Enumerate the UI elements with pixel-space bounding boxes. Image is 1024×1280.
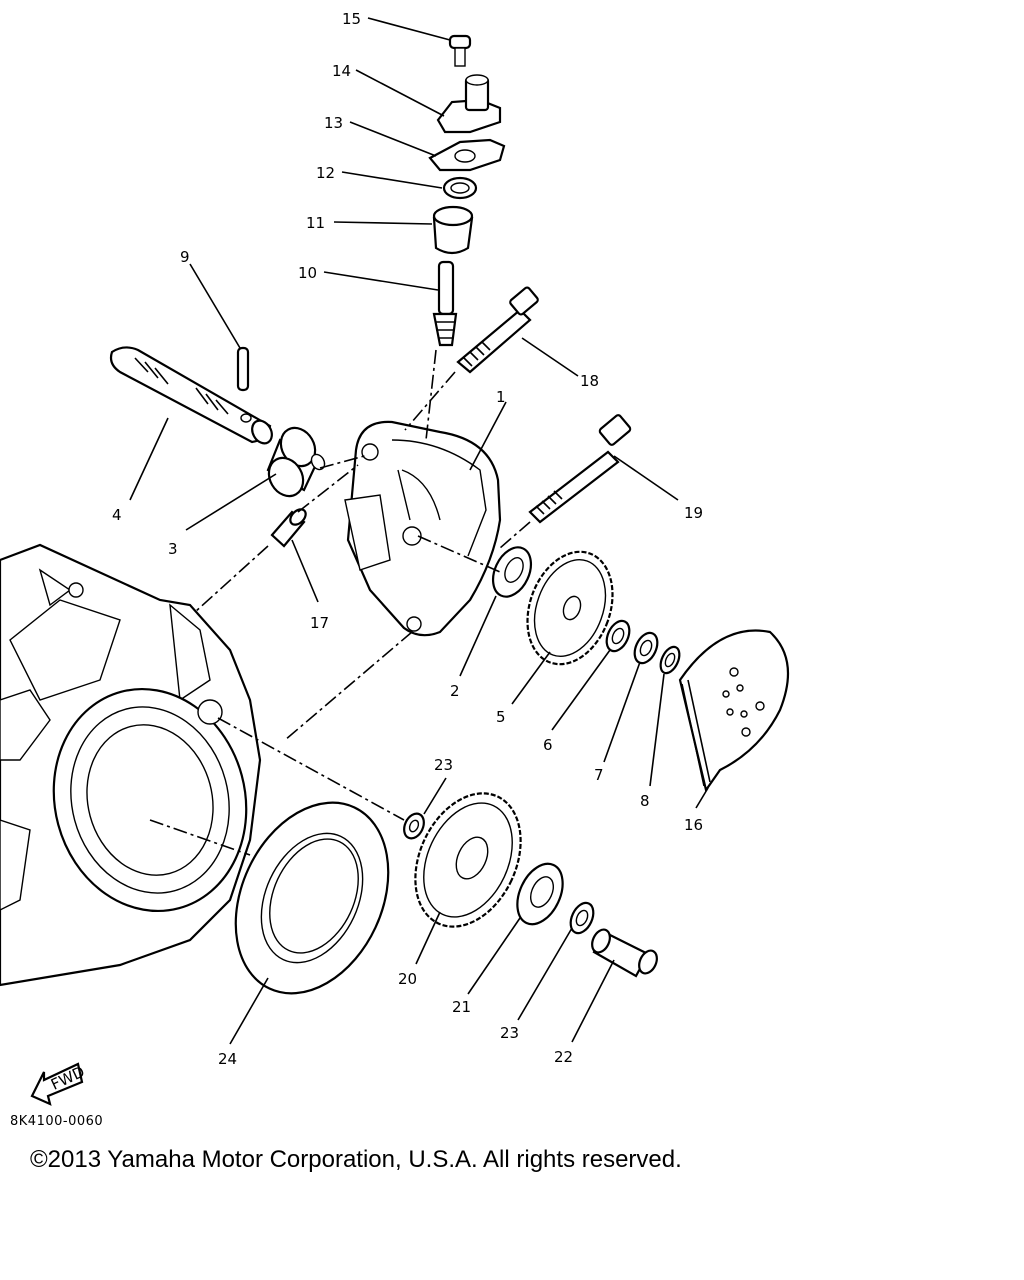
diagram-code: 8K4100-0060: [10, 1114, 104, 1129]
callout-9: 9: [180, 248, 190, 266]
part-23-washer-upper: [403, 812, 425, 840]
part-18-bolt: [456, 286, 539, 374]
callout-17: 17: [310, 614, 329, 632]
callout-2: 2: [450, 682, 460, 700]
part-4-drive-shaft: [109, 346, 273, 445]
part-7-washer: [633, 631, 659, 665]
callout-21: 21: [452, 998, 471, 1016]
part-9-pin: [236, 346, 250, 392]
callout-10: 10: [298, 264, 317, 282]
part-16-plate: [678, 629, 790, 793]
part-14-meter-joint: [436, 74, 502, 134]
part-22-collar: [591, 928, 658, 978]
part-2-bearing: [491, 546, 533, 598]
callout-1: 1: [496, 388, 506, 406]
part-20-gear: [414, 792, 522, 928]
part-21-bearing: [516, 862, 564, 926]
callout-14: 14: [332, 62, 351, 80]
part-10-driven-gear: [432, 260, 458, 347]
callout-16: 16: [684, 816, 703, 834]
part-17-dowel-pin: [270, 508, 307, 548]
callout-5: 5: [496, 708, 506, 726]
callout-8: 8: [640, 792, 650, 810]
part-23-washer-lower: [569, 901, 595, 935]
part-12-oil-seal: [442, 176, 478, 200]
callout-4: 4: [112, 506, 122, 524]
callout-numbers: 1 2 3 4 5 6 7 8 9 10 11 12 13 14 15 16 1…: [112, 10, 703, 1068]
callout-23-upper: 23: [434, 756, 453, 774]
part-5-sprocket: [526, 550, 614, 666]
fwd-arrow-icon: FWD: [30, 1062, 87, 1106]
exploded-parts-diagram: 1 2 3 4 5 6 7 8 9 10 11 12 13 14 15 16 1…: [0, 10, 790, 1106]
callout-12: 12: [316, 164, 335, 182]
callout-23-lower: 23: [500, 1024, 519, 1042]
assembly-lines: [149, 349, 531, 856]
part-24-oil-seal: [234, 801, 390, 995]
part-13-gasket: [428, 138, 506, 172]
part-1-housing: [344, 420, 502, 637]
callout-11: 11: [306, 214, 325, 232]
part-6-nut: [605, 619, 631, 653]
crankcase: [0, 543, 262, 987]
callout-20: 20: [398, 970, 417, 988]
callout-3: 3: [168, 540, 178, 558]
callout-18: 18: [580, 372, 599, 390]
part-11-bushing: [432, 205, 474, 255]
copyright-notice: ©2013 Yamaha Motor Corporation, U.S.A. A…: [30, 1146, 682, 1173]
leader-lines: [129, 17, 709, 1045]
part-19-bolt: [528, 414, 632, 524]
part-3-collar: [266, 426, 326, 498]
part-8-circlip: [659, 645, 681, 675]
callout-6: 6: [543, 736, 553, 754]
callout-15: 15: [342, 10, 361, 28]
part-15-screw: [448, 34, 472, 67]
callout-13: 13: [324, 114, 343, 132]
callout-24: 24: [218, 1050, 237, 1068]
callout-19: 19: [684, 504, 703, 522]
callout-7: 7: [594, 766, 604, 784]
fwd-label: FWD: [48, 1063, 87, 1094]
callout-22: 22: [554, 1048, 573, 1066]
